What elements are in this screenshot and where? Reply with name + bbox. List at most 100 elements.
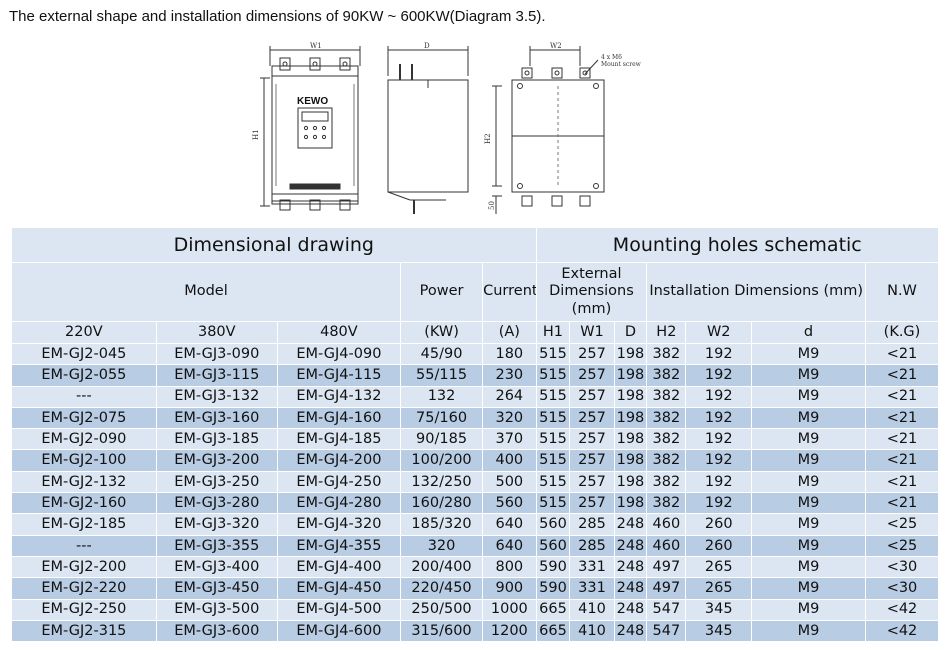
table-cell: 382	[646, 470, 687, 494]
table-cell: 320	[399, 534, 484, 557]
table-cell: 248	[613, 555, 648, 579]
table-cell: 560	[482, 492, 537, 515]
table-cell: 1200	[482, 619, 537, 643]
table-cell: 665	[535, 598, 571, 621]
header-current: Current	[482, 262, 537, 322]
label-h2: H2	[484, 133, 492, 144]
table-cell: <30	[865, 577, 939, 600]
table-cell: EM-GJ2-132	[11, 470, 157, 494]
table-cell: 265	[685, 555, 753, 579]
banner-mounting-holes: Mounting holes schematic	[535, 227, 940, 263]
table-cell: M9	[751, 534, 866, 557]
table-cell: EM-GJ3-160	[155, 406, 278, 430]
table-cell: 257	[569, 428, 615, 451]
table-cell: 192	[685, 492, 753, 515]
table-cell: EM-GJ3-600	[155, 619, 278, 643]
table-cell: 400	[482, 449, 537, 472]
table-cell: 640	[482, 513, 537, 536]
table-cell: 250/500	[399, 598, 484, 621]
table-cell: 265	[685, 577, 753, 600]
table-cell: 45/90	[399, 342, 484, 366]
header-power: Power	[399, 262, 484, 322]
table-cell: <42	[865, 619, 939, 643]
table-cell: 382	[646, 492, 687, 515]
table-cell: 560	[535, 513, 571, 536]
table-cell: M9	[751, 492, 866, 515]
table-cell: EM-GJ3-355	[155, 534, 278, 557]
table-cell: 410	[569, 598, 615, 621]
table-cell: EM-GJ3-185	[155, 428, 278, 451]
table-cell: EM-GJ2-315	[11, 619, 157, 643]
table-cell: 100/200	[399, 449, 484, 472]
table-cell: 370	[482, 428, 537, 451]
table-cell: 198	[613, 385, 648, 408]
table-cell: 198	[613, 492, 648, 515]
table-cell: EM-GJ4-500	[276, 598, 402, 621]
banner-row: Dimensional drawing Mounting holes schem…	[11, 227, 940, 263]
table-cell: 198	[613, 449, 648, 472]
table-cell: EM-GJ2-090	[11, 428, 157, 451]
table-cell: M9	[751, 555, 866, 579]
table-cell: 230	[482, 364, 537, 387]
table-cell: EM-GJ3-132	[155, 385, 278, 408]
unit-cell: W2	[685, 321, 753, 344]
table-cell: 320	[482, 406, 537, 430]
unit-cell: (A)	[482, 321, 537, 344]
table-cell: <21	[865, 449, 939, 472]
table-cell: EM-GJ3-320	[155, 513, 278, 536]
table-cell: M9	[751, 577, 866, 600]
table-cell: EM-GJ4-132	[276, 385, 402, 408]
table-cell: 200/400	[399, 555, 484, 579]
table-cell: 285	[569, 513, 615, 536]
table-cell: EM-GJ4-400	[276, 555, 402, 579]
table-cell: M9	[751, 449, 866, 472]
table-cell: 382	[646, 428, 687, 451]
table-cell: 285	[569, 534, 615, 557]
table-cell: 198	[613, 428, 648, 451]
table-cell: 515	[535, 492, 571, 515]
table-cell: M9	[751, 513, 866, 536]
table-cell: 192	[685, 406, 753, 430]
table-cell: 345	[685, 598, 753, 621]
table-cell: 515	[535, 406, 571, 430]
label-w1: W1	[310, 42, 322, 50]
table-cell: 198	[613, 470, 648, 494]
table-cell: EM-GJ2-220	[11, 577, 157, 600]
table-cell: EM-GJ2-100	[11, 449, 157, 472]
table-cell: EM-GJ4-320	[276, 513, 402, 536]
mounting-view-drawing	[492, 46, 605, 214]
table-cell: 257	[569, 385, 615, 408]
table-cell: EM-GJ4-250	[276, 470, 402, 494]
dimensions-table-frame: Dimensional drawing Mounting holes schem…	[11, 227, 940, 646]
table-cell: 248	[613, 513, 648, 536]
table-cell: <21	[865, 492, 939, 515]
page-caption: The external shape and installation dime…	[9, 8, 546, 25]
table-cell: EM-GJ2-200	[11, 555, 157, 579]
table-cell: 55/115	[399, 364, 484, 387]
table-cell: EM-GJ2-250	[11, 598, 157, 621]
table-cell: 590	[535, 577, 571, 600]
table-cell: 257	[569, 406, 615, 430]
table-cell: M9	[751, 619, 866, 643]
unit-cell: D	[613, 321, 648, 344]
table-cell: 192	[685, 470, 753, 494]
table-cell: <21	[865, 470, 939, 494]
table-cell: 260	[685, 513, 753, 536]
table-cell: ---	[11, 534, 157, 557]
table-cell: 560	[535, 534, 571, 557]
table-cell: M9	[751, 364, 866, 387]
table-cell: 497	[646, 577, 687, 600]
mount-note-line2: Mount screw	[601, 61, 642, 68]
table-cell: EM-GJ4-115	[276, 364, 402, 387]
table-cell: 315/600	[399, 619, 484, 643]
table-cell: 180	[482, 342, 537, 366]
table-cell: 75/160	[399, 406, 484, 430]
